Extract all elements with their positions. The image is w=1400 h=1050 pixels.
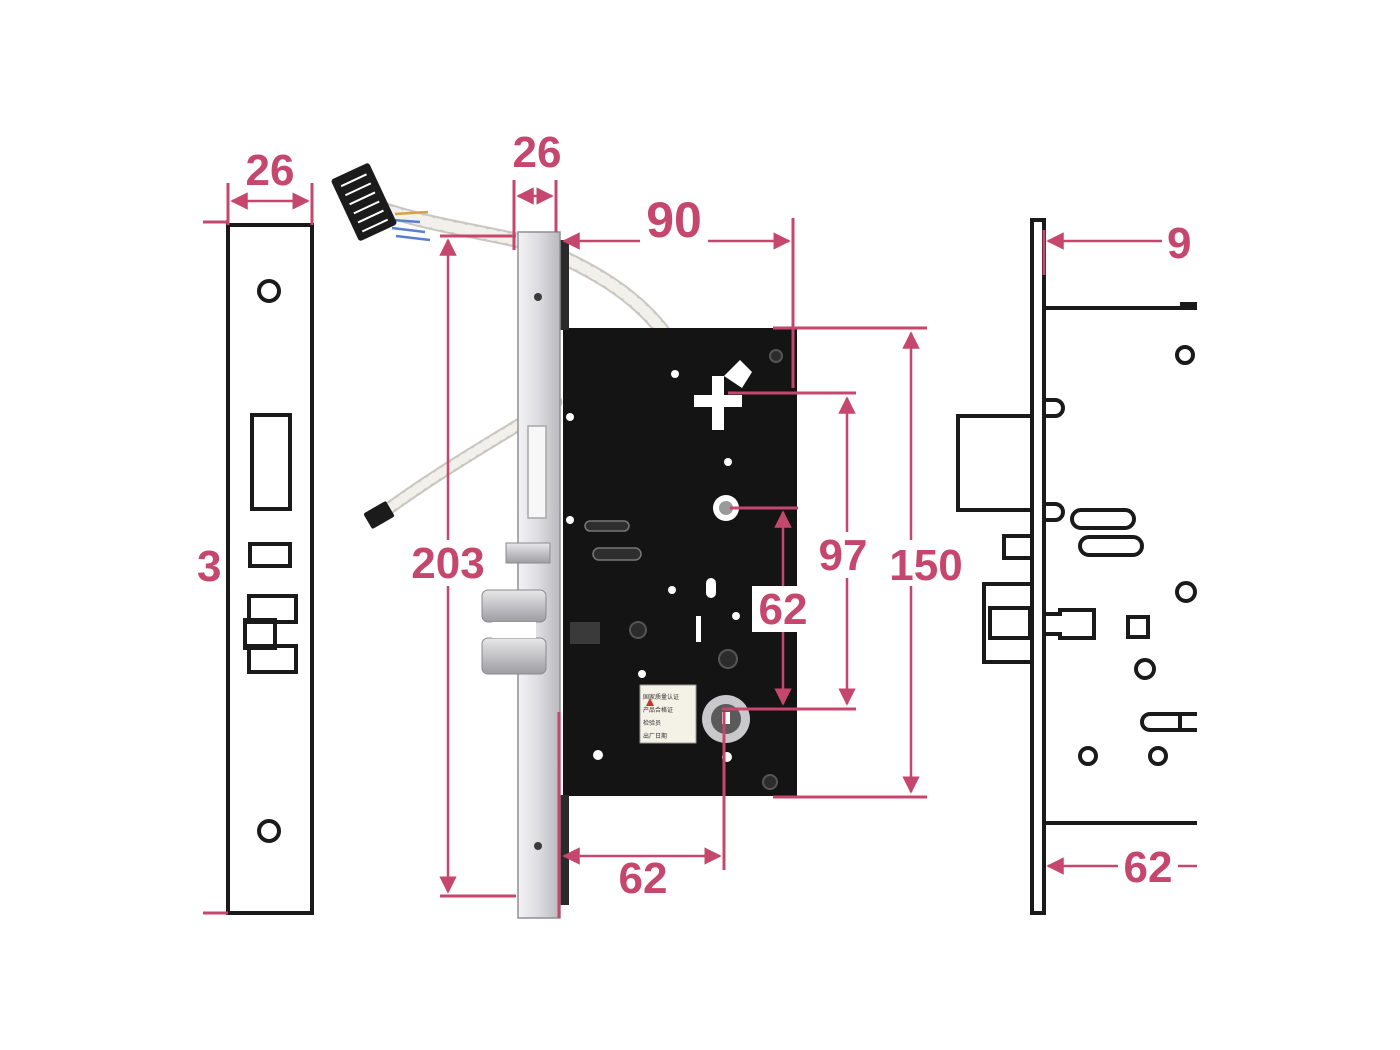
cylinder-offset-label: 62 (759, 585, 808, 634)
backset-top-label: 90 (646, 192, 702, 248)
sticker-line-2: 产品合格证 (643, 706, 673, 714)
faceplate-latch-window (527, 425, 547, 519)
handle-to-cylinder-label: 97 (819, 531, 868, 580)
left-faceplate-view (226, 223, 314, 915)
cylinder-offset-dimension: 62 (730, 506, 814, 706)
bottom-backset-dimension: 62 (557, 712, 726, 918)
left-small-slot (248, 542, 292, 568)
faceplate-height-dimension: 203 (400, 234, 516, 898)
faceplate (481, 231, 561, 919)
faceplate-height-label: 203 (411, 539, 484, 588)
keyhole-cross (694, 376, 742, 430)
right-side-view (956, 218, 1197, 915)
left-width-label: 26 (246, 146, 295, 195)
left-faceplate-outline (226, 223, 314, 915)
left-latch-window (250, 413, 292, 511)
bottom-backset-label: 62 (619, 854, 668, 903)
right-bottom-dimension: 62 (1046, 843, 1197, 892)
faceplate-width-label: 26 (513, 128, 562, 177)
certification-sticker: 国家质量认证 产品合格证 检验员 出厂日期 (639, 684, 697, 744)
sticker-line-3: 检验员 (643, 719, 661, 727)
right-top-label-partial: 9 (1167, 219, 1191, 268)
wire-harness (331, 163, 670, 529)
right-top-dimension: 9 (1042, 219, 1191, 275)
left-bolt-block-lower (247, 644, 298, 674)
deadbolt-upper (481, 589, 547, 623)
left-bottom-screw-hole (257, 819, 281, 843)
handle-to-cylinder-dimension: 97 (722, 391, 873, 711)
sticker-line-4: 出厂日期 (643, 732, 667, 740)
left-width-dimension: 26 3 (197, 146, 314, 915)
faceplate-strip (517, 231, 561, 919)
left-height-label-partial: 3 (197, 542, 221, 591)
right-latch-bolt (956, 414, 1034, 512)
connector-bottom (363, 501, 395, 529)
backset-top-dimension: 90 (562, 192, 795, 388)
right-faceplate-edge (1030, 218, 1046, 915)
left-top-screw-hole (257, 279, 281, 303)
sticker-line-1: 国家质量认证 (643, 693, 679, 701)
body-height-label: 150 (889, 541, 962, 590)
faceplate-width-dimension: 26 (512, 128, 562, 250)
body-height-dimension: 150 (773, 326, 975, 799)
left-bolt-block-middle (243, 618, 277, 650)
right-bottom-label: 62 (1124, 843, 1173, 892)
deadbolt-lower (481, 637, 547, 675)
lock-body: 国家质量认证 产品合格证 检验员 出厂日期 (555, 240, 797, 905)
